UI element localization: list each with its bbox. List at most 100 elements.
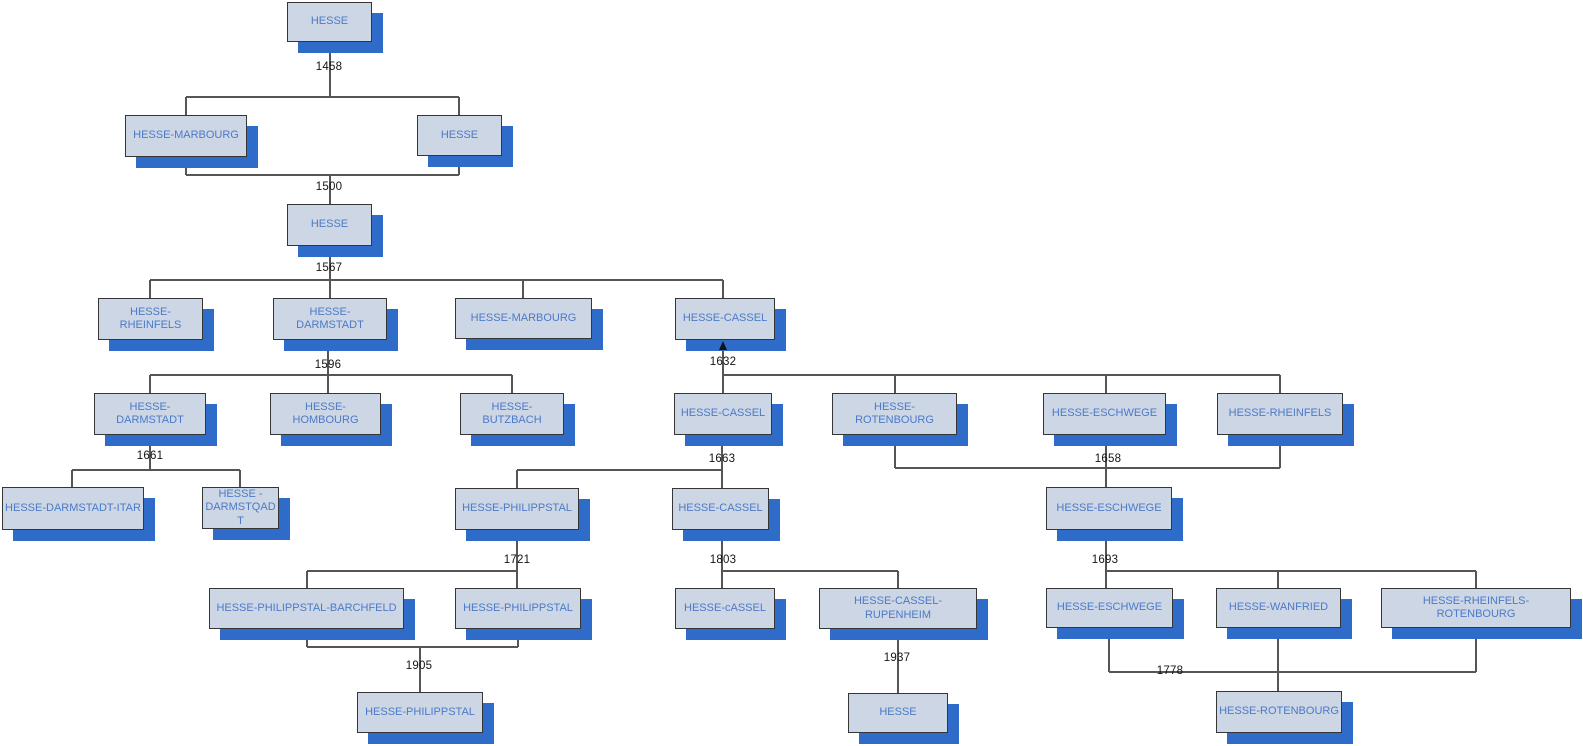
node-label: HESSE-PHILIPPSTAL <box>463 601 573 614</box>
node-hesse-butzbach[interactable]: HESSE-BUTZBACH <box>460 393 564 435</box>
node-label: HESSE-RHEINFELS-ROTENBOURG <box>1422 594 1530 620</box>
node-hesse-marbourg[interactable]: HESSE-MARBOURG <box>455 298 592 339</box>
connector-line <box>516 470 518 488</box>
node-hesse[interactable]: HESSE <box>287 2 372 42</box>
year-label-1661: 1661 <box>136 450 164 462</box>
node-label: HESSE <box>879 706 917 719</box>
node-hesse-darmstadt-itar[interactable]: HESSE-DARMSTADT-ITAR <box>2 487 144 530</box>
node-hesse-cassel[interactable]: HESSE-cASSEL <box>675 588 775 629</box>
node-label: HESSE-DARMSTADT <box>296 305 364 331</box>
node-hesse-rheinfels[interactable]: HESSE-RHEINFELS <box>98 298 203 340</box>
node-hesse-philippstal[interactable]: HESSE-PHILIPPSTAL <box>357 692 483 733</box>
node-label: HESSE-CASSEL <box>678 502 763 515</box>
node-hesse-rotenbourg[interactable]: HESSE-ROTENBOURG <box>832 393 957 435</box>
node-hesse-eschwege[interactable]: HESSE-ESCHWEGE <box>1043 393 1166 435</box>
connector-line <box>150 374 512 376</box>
connector-line <box>185 157 187 175</box>
year-label-1458: 1458 <box>315 61 343 73</box>
node-hesse-eschwege[interactable]: HESSE-ESCHWEGE <box>1046 487 1172 530</box>
connector-line <box>894 375 896 393</box>
node-label: HESSE-RHEINFELS <box>1228 407 1332 420</box>
node-hesse-cassel-rupenheim[interactable]: HESSE-CASSEL-RUPENHEIM <box>819 588 977 629</box>
up-arrow-icon <box>718 341 727 350</box>
connector-line <box>185 97 187 115</box>
node-hesse-eschwege[interactable]: HESSE-ESCHWEGE <box>1046 588 1173 628</box>
node-hesse[interactable]: HESSE <box>287 204 372 246</box>
connector-line <box>329 280 331 298</box>
connector-line <box>1279 435 1281 468</box>
connector-line <box>1475 571 1477 588</box>
connector-line <box>511 375 513 393</box>
connector-line <box>327 340 329 393</box>
node-label: HESSE-ESCHWEGE <box>1051 407 1158 420</box>
node-hesse-rheinfels-rotenbourg[interactable]: HESSE-RHEINFELS-ROTENBOURG <box>1381 588 1571 628</box>
connector-line <box>71 470 73 487</box>
node-hesse-darmstadt[interactable]: HESSE-DARMSTADT <box>273 298 387 340</box>
node-label: HESSE-ROTENBOURG <box>855 400 934 426</box>
node-hesse-philippstal-barchfeld[interactable]: HESSE-PHILIPPSTAL-BARCHFELD <box>209 588 404 629</box>
year-label-1500: 1500 <box>315 181 343 193</box>
connector-line <box>1105 375 1107 393</box>
connector-line <box>1109 671 1476 673</box>
node-hesse-cassel[interactable]: HESSE-CASSEL <box>674 393 772 435</box>
connector-line <box>149 375 151 393</box>
year-label-1778: 1778 <box>1156 665 1184 677</box>
node-label: HESSE <box>310 15 349 28</box>
year-label-1937: 1937 <box>883 652 911 664</box>
connector-line <box>721 530 723 588</box>
connector-line <box>1475 628 1477 672</box>
node-label: HESSE-PHILIPPSTAL-BARCHFELD <box>216 601 397 614</box>
node-hesse-rheinfels[interactable]: HESSE-RHEINFELS <box>1217 393 1343 435</box>
node-hesse[interactable]: HESSE <box>417 115 502 156</box>
connector-line <box>186 174 459 176</box>
connector-line <box>1279 375 1281 393</box>
connector-line <box>722 280 724 298</box>
node-hesse-philippstal[interactable]: HESSE-PHILIPPSTAL <box>455 588 581 629</box>
connector-line <box>419 647 421 692</box>
node-label: HESSE-cASSEL <box>684 601 766 614</box>
connector-line <box>306 629 308 647</box>
connector-line <box>721 435 723 488</box>
node-hesse-philippstal[interactable]: HESSE-PHILIPPSTAL <box>455 488 579 530</box>
connector-line <box>1277 571 1279 588</box>
node-hesse-marbourg[interactable]: HESSE-MARBOURG <box>125 115 247 157</box>
connector-line <box>458 156 460 175</box>
connector-line <box>522 280 524 298</box>
connector-line <box>307 646 518 648</box>
connector-line <box>516 530 518 588</box>
connector-line <box>329 175 331 204</box>
node-label: HESSE-MARBOURG <box>470 311 577 324</box>
connector-line <box>1108 628 1110 672</box>
connector-line <box>1105 435 1107 487</box>
node-hesse-hombourg[interactable]: HESSE-HOMBOURG <box>270 393 381 435</box>
node-hesse-cassel[interactable]: HESSE-CASSEL <box>672 488 769 530</box>
node-label: HESSE-ESCHWEGE <box>1056 601 1163 614</box>
year-label-1632: 1632 <box>709 356 737 368</box>
connector-line <box>306 571 308 588</box>
node-hesse-cassel[interactable]: HESSE-CASSEL <box>675 298 775 340</box>
connector-line <box>149 280 151 298</box>
connector-line <box>72 469 240 471</box>
connector-line <box>329 42 331 97</box>
connector-line <box>897 629 899 693</box>
connector-line <box>722 349 724 393</box>
node-label: HESSE-DARMSTADT-ITAR <box>5 501 141 514</box>
year-label-1658: 1658 <box>1094 453 1122 465</box>
node-label: HESSE-MARBOURG <box>133 129 239 142</box>
connector-line <box>186 96 459 98</box>
connector-line <box>723 374 1280 376</box>
node-hesse[interactable]: HESSE <box>848 693 948 733</box>
node-hesse-rotenbourg[interactable]: HESSE-ROTENBOURG <box>1216 691 1342 733</box>
node-hesse-wanfried[interactable]: HESSE-WANFRIED <box>1216 588 1341 628</box>
node-label: HESSE-HOMBOURG <box>292 400 359 426</box>
year-label-1693: 1693 <box>1091 554 1119 566</box>
connector-line <box>897 571 899 588</box>
connector-line <box>1277 628 1279 691</box>
node-label: HESSE-CASSEL <box>680 407 766 420</box>
year-label-1663: 1663 <box>708 453 736 465</box>
connector-line <box>150 279 723 281</box>
node-hesse-darmstqad-t[interactable]: HESSE - DARMSTQAD T <box>202 487 279 529</box>
year-label-1596: 1596 <box>314 359 342 371</box>
node-hesse-darmstadt[interactable]: HESSE-DARMSTADT <box>94 393 206 435</box>
